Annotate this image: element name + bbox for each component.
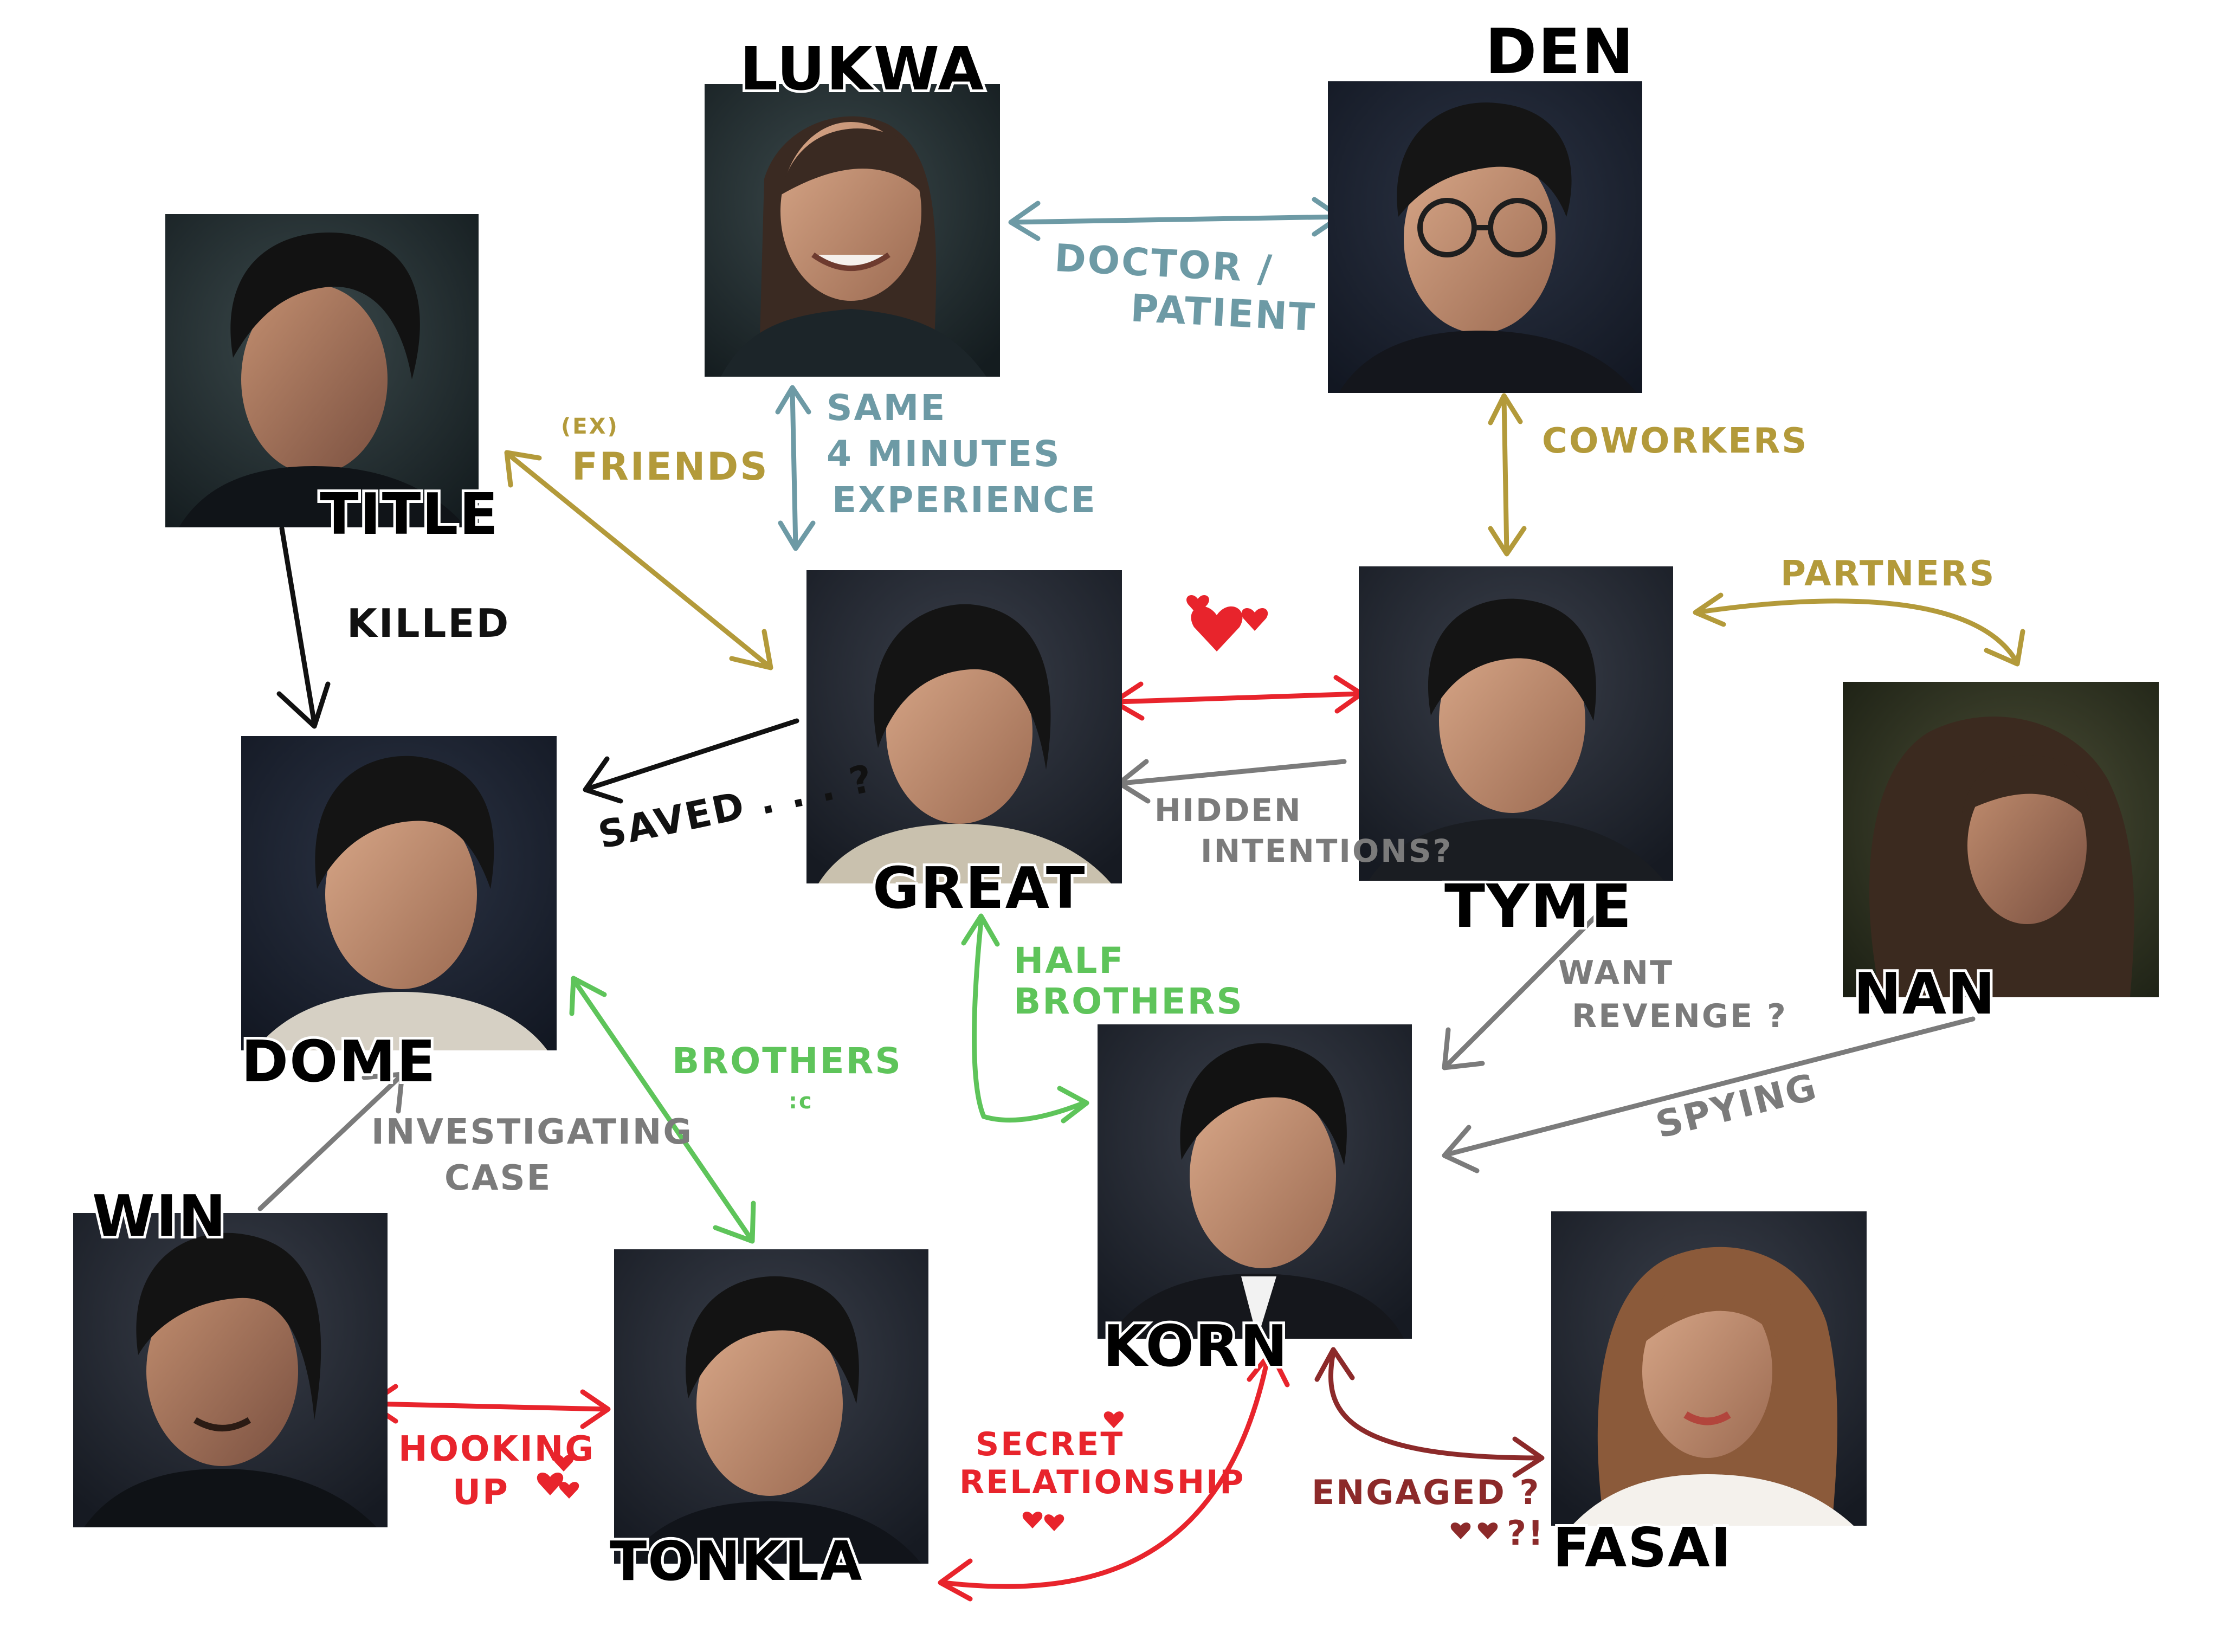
heart-icon — [1186, 595, 1209, 615]
arrow-friends — [504, 450, 773, 670]
heart-icon — [537, 1472, 564, 1495]
arrow-brothers — [569, 976, 756, 1244]
heart-icon — [1044, 1514, 1064, 1531]
photo-win — [73, 1213, 388, 1527]
name-great: GREAT — [873, 855, 1086, 921]
arrow-great-tyme-love — [1111, 675, 1364, 721]
arrow-engaged — [1314, 1347, 1545, 1478]
label-line: 4 MINUTES — [827, 433, 1061, 475]
label-killed: KILLED — [347, 601, 510, 646]
name-tyme: TYME — [1444, 872, 1632, 941]
photo-den — [1328, 81, 1642, 393]
arrow-hooking-up — [367, 1384, 611, 1429]
photo-great — [806, 570, 1122, 883]
photo-tonkla — [614, 1249, 928, 1564]
label-want-revenge: WANT REVENGE ? — [1558, 954, 1787, 1035]
label-hidden-intentions: HIDDEN INTENTIONS? — [1154, 792, 1453, 869]
label-line: ENGAGED ? — [1312, 1473, 1540, 1512]
label-engaged: ENGAGED ? ?! — [1312, 1473, 1545, 1553]
label-line: ?! — [1507, 1513, 1545, 1553]
photo-title — [165, 214, 479, 527]
label-line: HOOKING — [398, 1429, 595, 1469]
label-half-brothers: HALF BROTHERS — [1014, 940, 1244, 1022]
label-line: WANT — [1558, 954, 1674, 992]
label-same-experience: SAME 4 MINUTES EXPERIENCE — [827, 387, 1097, 521]
arrow-coworkers — [1488, 393, 1527, 557]
photo-fasai — [1551, 1211, 1867, 1526]
relationship-labels: DOCTOR / PATIENT SAME 4 MINUTES EXPERIEN… — [347, 236, 1996, 1553]
label-line: RELATIONSHIP — [959, 1463, 1245, 1501]
name-nan: NAN — [1854, 961, 1996, 1027]
label-line: PATIENT — [1130, 286, 1317, 340]
arrow-half-brothers — [961, 913, 1089, 1124]
label-line: HIDDEN — [1154, 792, 1302, 829]
label-friends: (EX) FRIENDS — [561, 414, 769, 489]
photo-dome — [241, 736, 557, 1050]
label-line: KILLED — [347, 601, 510, 646]
name-lukwa: LUKWA — [740, 34, 985, 104]
arrow-investigating — [257, 1072, 405, 1211]
label-doctor-patient: DOCTOR / PATIENT — [1054, 236, 1318, 340]
label-investigating: INVESTIGATING CASE — [371, 1112, 693, 1198]
name-dome: DOME — [241, 1029, 437, 1095]
label-partners: PARTNERS — [1780, 554, 1996, 594]
label-line: BROTHERS — [672, 1040, 902, 1082]
hearts — [537, 595, 1498, 1539]
heart-icon — [1241, 608, 1268, 631]
label-prefix: (EX) — [561, 414, 619, 439]
arrow-saved — [583, 718, 799, 804]
names: LUKWA DEN TITLE GREAT TYME NAN DOME KORN… — [89, 13, 1998, 1596]
label-secret-relationship: SECRET RELATIONSHIP — [959, 1425, 1245, 1501]
photo-nan — [1843, 682, 2159, 997]
name-tonkla: TONKLA — [610, 1530, 863, 1593]
label-line: EXPERIENCE — [832, 479, 1097, 521]
name-win: WIN — [92, 1183, 227, 1249]
photo-tyme — [1359, 566, 1673, 881]
name-den: DEN — [1485, 16, 1635, 88]
heart-icon — [559, 1482, 579, 1499]
label-hooking-up: HOOKING UP — [398, 1429, 595, 1513]
label-line: REVENGE ? — [1572, 997, 1787, 1035]
arrow-partners — [1693, 592, 2025, 667]
photo-korn — [1098, 1024, 1412, 1339]
label-line: BROTHERS — [1014, 980, 1244, 1022]
label-line: UP — [453, 1473, 509, 1513]
label-line: FRIENDS — [572, 444, 769, 489]
heart-icon — [1477, 1522, 1498, 1539]
name-title: TITLE — [320, 481, 499, 547]
arrow-want-revenge — [1442, 897, 1615, 1070]
label-line: SECRET — [976, 1425, 1124, 1463]
label-line: SAME — [827, 387, 946, 429]
arrow-killed — [276, 526, 331, 729]
arrow-same-experience — [775, 385, 816, 551]
name-korn: KORN — [1103, 1313, 1289, 1379]
arrow-spying — [1442, 1016, 1976, 1173]
label-line: :c — [789, 1089, 814, 1114]
heart-icon — [1022, 1512, 1043, 1528]
heart-icon — [1103, 1411, 1124, 1428]
label-line: INVESTIGATING — [371, 1112, 693, 1152]
heart-icon — [553, 1455, 574, 1472]
arrow-doctor-patient — [1008, 197, 1343, 241]
label-line: INTENTIONS? — [1201, 833, 1453, 869]
arrow-secret-relationship — [938, 1350, 1290, 1602]
heart-icon — [1191, 606, 1243, 651]
label-coworkers: COWORKERS — [1542, 421, 1808, 461]
label-line: HALF — [1014, 940, 1125, 982]
photo-lukwa — [705, 84, 1000, 377]
label-brothers: BROTHERS :c — [672, 1040, 902, 1114]
label-line: CASE — [444, 1158, 552, 1198]
heart-icon — [1450, 1522, 1471, 1539]
label-line: COWORKERS — [1542, 421, 1808, 461]
name-fasai: FASAI — [1553, 1516, 1732, 1579]
label-line: PARTNERS — [1780, 554, 1996, 594]
label-line: DOCTOR / — [1054, 236, 1275, 292]
